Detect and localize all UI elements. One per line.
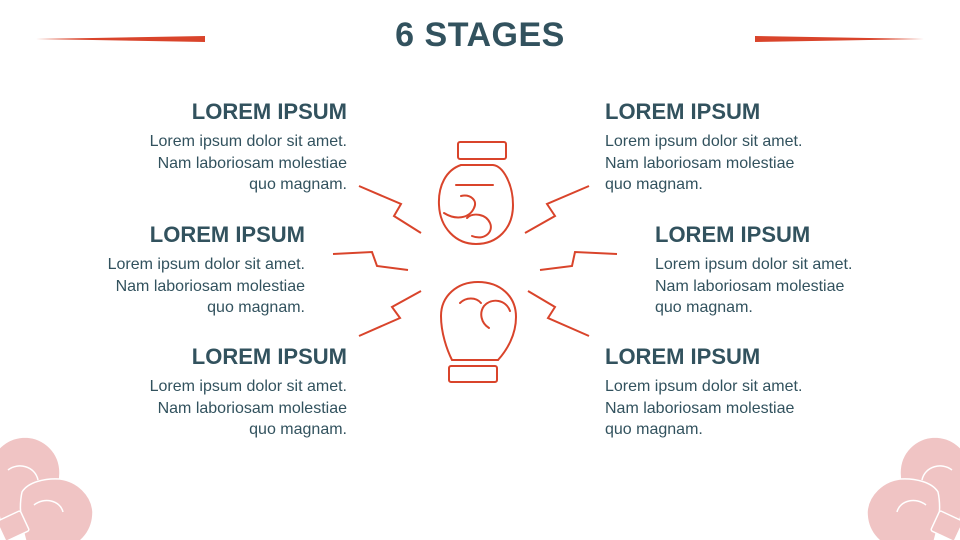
- bolt-left-top: [358, 185, 422, 234]
- bolt-right-middle: [539, 250, 618, 271]
- bolt-lines: [332, 185, 618, 337]
- stage-text: Lorem ipsum dolor sit amet. Nam laborios…: [149, 378, 347, 438]
- boxing-gloves-icon: [437, 141, 517, 383]
- stage-block-3: LOREM IPSUM Lorem ipsum dolor sit amet. …: [87, 343, 347, 441]
- stage-block-1: LOREM IPSUM Lorem ipsum dolor sit amet. …: [87, 98, 347, 196]
- stage-heading: LOREM IPSUM: [191, 344, 347, 369]
- stage-heading: LOREM IPSUM: [655, 222, 811, 247]
- stage-heading: LOREM IPSUM: [149, 222, 305, 247]
- title-accent-right: [755, 36, 924, 42]
- stage-heading: LOREM IPSUM: [191, 99, 347, 124]
- stage-block-4: LOREM IPSUM Lorem ipsum dolor sit amet. …: [605, 98, 865, 196]
- glove-top: [437, 141, 514, 245]
- decor-gloves-left: [0, 436, 94, 540]
- stage-block-2: LOREM IPSUM Lorem ipsum dolor sit amet. …: [45, 221, 305, 319]
- title-accent-left: [36, 36, 205, 42]
- bolt-left-middle: [332, 250, 409, 271]
- stage-block-6: LOREM IPSUM Lorem ipsum dolor sit amet. …: [605, 343, 865, 441]
- stage-block-5: LOREM IPSUM Lorem ipsum dolor sit amet. …: [655, 221, 915, 319]
- bolt-left-bottom: [358, 290, 422, 337]
- stage-text: Lorem ipsum dolor sit amet. Nam laborios…: [107, 256, 305, 316]
- stage-heading: LOREM IPSUM: [605, 99, 761, 124]
- page-title: 6 STAGES: [395, 16, 565, 54]
- stage-text: Lorem ipsum dolor sit amet. Nam laborios…: [149, 133, 347, 193]
- bolt-right-bottom: [527, 290, 590, 337]
- glove-bottom: [440, 281, 517, 383]
- stage-heading: LOREM IPSUM: [605, 344, 761, 369]
- decor-gloves-right: [866, 436, 960, 540]
- bolt-right-top: [524, 185, 590, 234]
- stage-text: Lorem ipsum dolor sit amet. Nam laborios…: [655, 256, 853, 316]
- stage-text: Lorem ipsum dolor sit amet. Nam laborios…: [605, 133, 803, 193]
- stage-text: Lorem ipsum dolor sit amet. Nam laborios…: [605, 378, 803, 438]
